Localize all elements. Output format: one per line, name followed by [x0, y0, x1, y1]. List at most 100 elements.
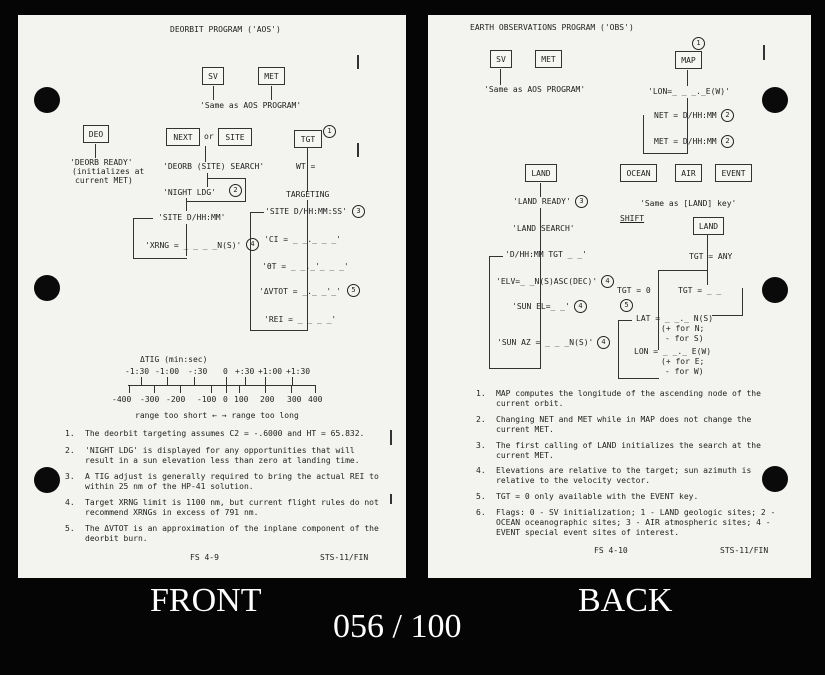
- back-note: 1.MAP computes the longitude of the asce…: [476, 389, 761, 408]
- lat-text: LAT = _ _._ N(S): [636, 314, 714, 323]
- note-marker-2: 2: [721, 109, 734, 122]
- note-marker-4: 4: [597, 336, 610, 349]
- scale-bottom-label: 300: [287, 395, 302, 404]
- front-title: DEORBIT PROGRAM ('AOS'): [170, 25, 281, 34]
- change-bar: [357, 143, 359, 157]
- land-ready-text: 'LAND READY': [513, 197, 571, 206]
- back-note: 6.Flags: 0 - SV initialization; 1 - LAND…: [476, 508, 776, 537]
- scale-bottom-label: 0: [223, 395, 228, 404]
- met-key: MET: [535, 50, 562, 68]
- same-as-text: 'Same as AOS PROGRAM': [484, 85, 586, 94]
- note-marker-3: 3: [352, 205, 365, 218]
- lon-note: - for W): [665, 367, 704, 376]
- back-card: [428, 15, 811, 578]
- scale-title: ΔTIG (min:sec): [140, 355, 208, 364]
- note-marker-5: 5: [347, 284, 360, 297]
- lon-note: (+ for E;: [661, 357, 705, 366]
- change-bar: [357, 55, 359, 69]
- change-bar: [390, 430, 392, 445]
- deorb-ready-text: 'DEORB READY': [70, 158, 133, 167]
- lon-text: 'LON=_ _ _._E(W)': [648, 87, 730, 96]
- scale-top-label: -1:00: [155, 367, 180, 376]
- tgt-blank-text: TGT = _ _: [678, 286, 722, 295]
- elv-text: 'ELV=_ _N(S)ASC(DEC)': [496, 277, 598, 286]
- scale-bottom-label: 100: [234, 395, 249, 404]
- front-caption: FRONT: [150, 582, 262, 619]
- deo-key: DEO: [83, 125, 109, 143]
- item-counter: 056 / 100: [333, 608, 462, 645]
- deorb-ready-note: current MET): [75, 176, 133, 185]
- ocean-key: OCEAN: [620, 164, 657, 182]
- scale-bottom-label: -300: [140, 395, 160, 404]
- ci-text: 'CI = _ _._ _ _': [264, 235, 342, 244]
- punch-hole: [34, 467, 60, 493]
- note-marker-4: 4: [246, 238, 259, 251]
- back-caption: BACK: [578, 582, 673, 619]
- land-key: LAND: [525, 164, 557, 182]
- next-key: NEXT: [166, 128, 200, 146]
- scale-bottom-label: -200: [166, 395, 186, 404]
- scale-caption: range too short ← → range too long: [135, 411, 299, 420]
- back-note: 3.The first calling of LAND initializes …: [476, 441, 761, 460]
- lat-note: - for S): [665, 334, 704, 343]
- note-marker-3: 3: [575, 195, 588, 208]
- note-marker-1: 1: [692, 37, 705, 50]
- back-note: 2.Changing NET and MET while in MAP does…: [476, 415, 752, 434]
- tgt-zero-text: TGT = 0: [617, 286, 651, 295]
- front-note: 1.The deorbit targeting assumes C2 = -.6…: [65, 429, 365, 438]
- scale-bottom-label: -400: [112, 395, 132, 404]
- note-marker-1: 1: [323, 125, 336, 138]
- sv-key: SV: [490, 50, 512, 68]
- scale-top-label: +:30: [235, 367, 255, 376]
- sun-el-text: 'SUN EL=_ _': [512, 302, 570, 311]
- deorb-ready-note: (initializes at: [72, 167, 145, 176]
- event-key: EVENT: [715, 164, 752, 182]
- lat-note: (+ for N;: [661, 324, 705, 333]
- sv-key: SV: [202, 67, 224, 85]
- front-note: 4.Target XRNG limit is 1100 nm, but curr…: [65, 498, 379, 517]
- land-key-shifted: LAND: [693, 217, 724, 235]
- punch-hole: [762, 466, 788, 492]
- deorb-search-text: 'DEORB (SITE) SEARCH': [163, 162, 265, 171]
- back-note: 4.Elevations are relative to the target;…: [476, 466, 752, 485]
- page-number: FS 4-10: [594, 546, 628, 555]
- xrng-text: 'XRNG = _ _ _ _N(S)': [145, 241, 242, 250]
- scale-bottom-label: -100: [197, 395, 217, 404]
- note-marker-2: 2: [721, 135, 734, 148]
- net-text: NET = D/HH:MM: [654, 111, 717, 120]
- scale-top-label: 0: [223, 367, 228, 376]
- front-note: 3.A TIG adjust is generally required to …: [65, 472, 379, 491]
- wt-text: WT =: [296, 162, 316, 171]
- night-ldg-text: 'NIGHT LDG': [163, 188, 216, 197]
- change-bar: [390, 494, 392, 504]
- front-note: 2.'NIGHT LDG' is displayed for any oppor…: [65, 446, 360, 465]
- theta-t-text: 'θT = _ _._'_ _ _': [262, 262, 349, 271]
- scale-bottom-label: 400: [308, 395, 323, 404]
- tgt-any-text: TGT = ANY: [689, 252, 733, 261]
- front-note: 5.The ΔVTOT is an approximation of the i…: [65, 524, 379, 543]
- note-marker-5: 5: [620, 299, 633, 312]
- note-marker-4: 4: [574, 300, 587, 313]
- back-title: EARTH OBSERVATIONS PROGRAM ('OBS'): [470, 23, 634, 32]
- site-time-text: 'SITE D/HH:MM': [158, 213, 226, 222]
- lon-text-2: LON = _ _._ E(W): [634, 347, 712, 356]
- targeting-text: TARGETING: [286, 190, 330, 199]
- site-key: SITE: [218, 128, 252, 146]
- same-as-land-text: 'Same as [LAND] key': [640, 199, 737, 208]
- punch-hole: [762, 87, 788, 113]
- scale-top-label: -:30: [188, 367, 208, 376]
- map-key: MAP: [675, 51, 702, 69]
- dvtot-text: 'ΔVTOT = _._ _'_': [259, 287, 341, 296]
- back-note: 5.TGT = 0 only available with the EVENT …: [476, 492, 699, 501]
- scale-bottom-label: 200: [260, 395, 275, 404]
- rei-text: 'REI = _ _ _ _': [264, 315, 337, 324]
- scale-top-label: +1:00: [258, 367, 283, 376]
- time-tgt-text: 'D/HH:MM TGT _ _': [505, 250, 587, 259]
- doc-id: STS-11/FIN: [720, 546, 769, 555]
- or-text: or: [204, 132, 214, 141]
- punch-hole: [34, 87, 60, 113]
- scale-top-label: -1:30: [125, 367, 150, 376]
- met-key: MET: [258, 67, 285, 85]
- scale-axis: [128, 385, 316, 387]
- sun-az-text: 'SUN AZ = _ _ _N(S)': [497, 338, 594, 347]
